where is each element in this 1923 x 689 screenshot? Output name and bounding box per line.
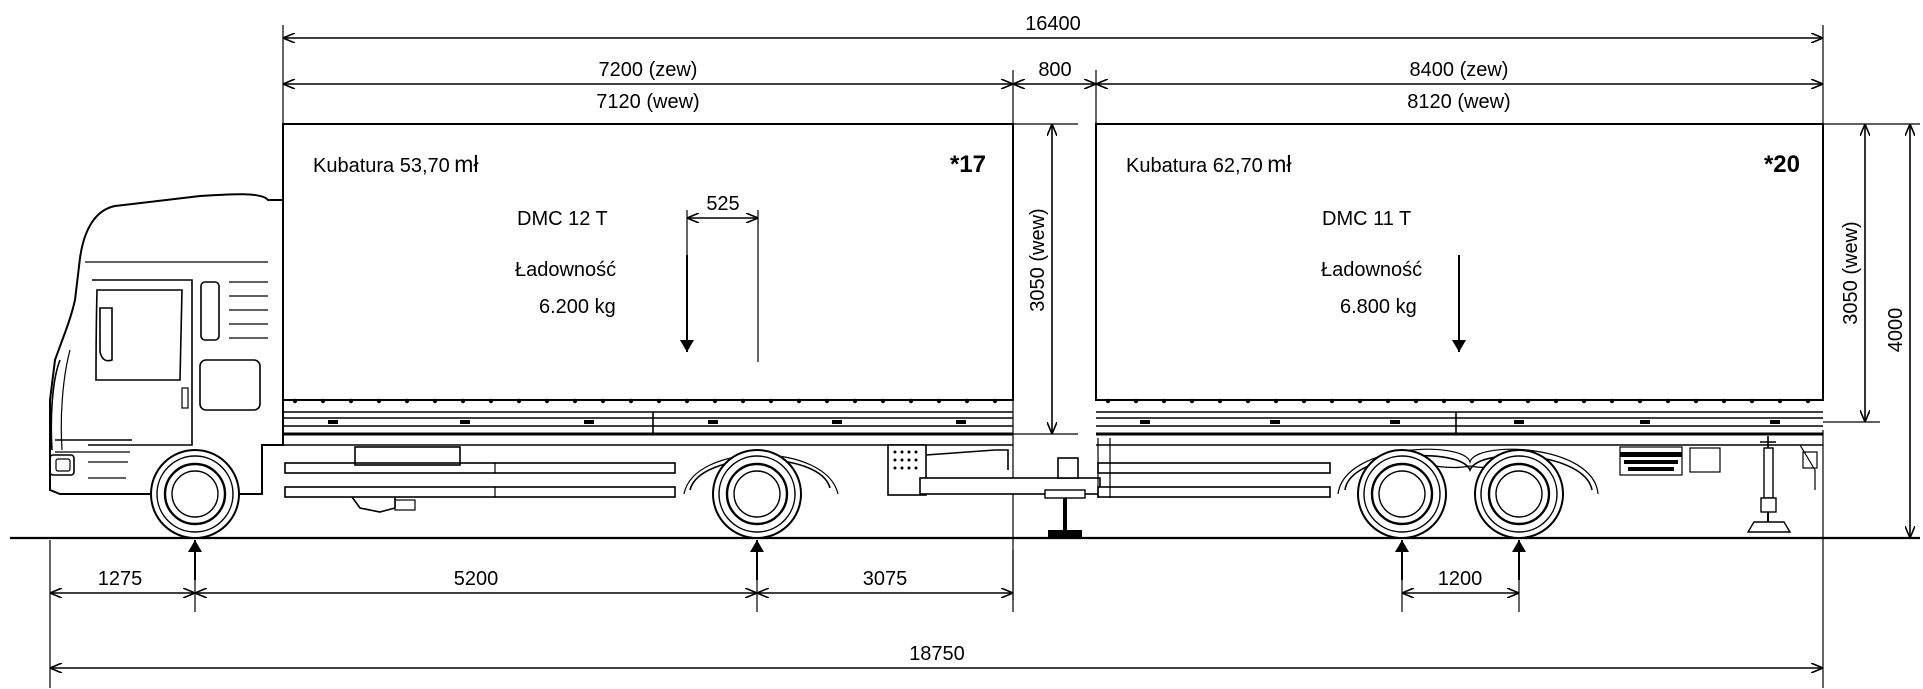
- wheel-trailer-2: [1474, 449, 1564, 539]
- truck-gvw: DMC 12 T: [517, 208, 608, 230]
- dim-wheelbase: 5200: [454, 568, 499, 590]
- dim-total-body: 16400: [1025, 13, 1081, 35]
- dim-front-overhang: 1275: [98, 568, 143, 590]
- truck-body-rail: [283, 398, 1013, 436]
- truck-payload-value: 6.200 kg: [539, 296, 616, 318]
- dim-overall-length: 18750: [909, 643, 965, 665]
- trailer-payload-value: 6.800 kg: [1340, 296, 1417, 318]
- dim-tandem-spacing: 1200: [1438, 568, 1483, 590]
- dim-axle-offset: 525: [706, 193, 739, 215]
- dimension-lines: [50, 38, 1910, 668]
- trailer-volume: Kubatura 62,70 mł: [1126, 151, 1292, 177]
- axle-arrows: [188, 540, 1526, 580]
- dim-body2-int: 8120 (wew): [1407, 91, 1510, 113]
- dim-gap: 800: [1038, 59, 1071, 81]
- dim-height-total: 4000: [1885, 308, 1907, 353]
- dim-body1-int: 7120 (wew): [596, 91, 699, 113]
- spare-wheel-carrier: [1619, 446, 1721, 476]
- dim-body1-ext: 7200 (zew): [599, 59, 698, 81]
- trailer-payload-label: Ładowność: [1321, 259, 1422, 281]
- trailer-chassis: [1096, 436, 1823, 533]
- dim-body2-ext: 8400 (zew): [1410, 59, 1509, 81]
- truck-pallets: *17: [950, 151, 986, 178]
- dim-height-int-1: 3050 (wew): [1027, 208, 1049, 311]
- truck-body: [282, 123, 1014, 401]
- truck-payload-label: Ładowność: [515, 259, 616, 281]
- wheel-front: [150, 449, 240, 539]
- wheel-rear: [712, 449, 802, 539]
- trailer-body-rail: [1096, 398, 1823, 436]
- truck-volume: Kubatura 53,70 mł: [313, 151, 479, 177]
- trailer-pallets: *20: [1764, 151, 1800, 178]
- truck-chassis: [261, 444, 1013, 513]
- truck-cab: [49, 193, 284, 495]
- support-leg: [1746, 436, 1792, 533]
- wheel-trailer-1: [1357, 449, 1447, 539]
- drawbar: [919, 457, 1101, 537]
- trailer-gvw: DMC 11 T: [1322, 208, 1411, 230]
- dim-height-int-2: 3050 (wew): [1840, 221, 1862, 324]
- dim-rear-overhang: 3075: [863, 568, 908, 590]
